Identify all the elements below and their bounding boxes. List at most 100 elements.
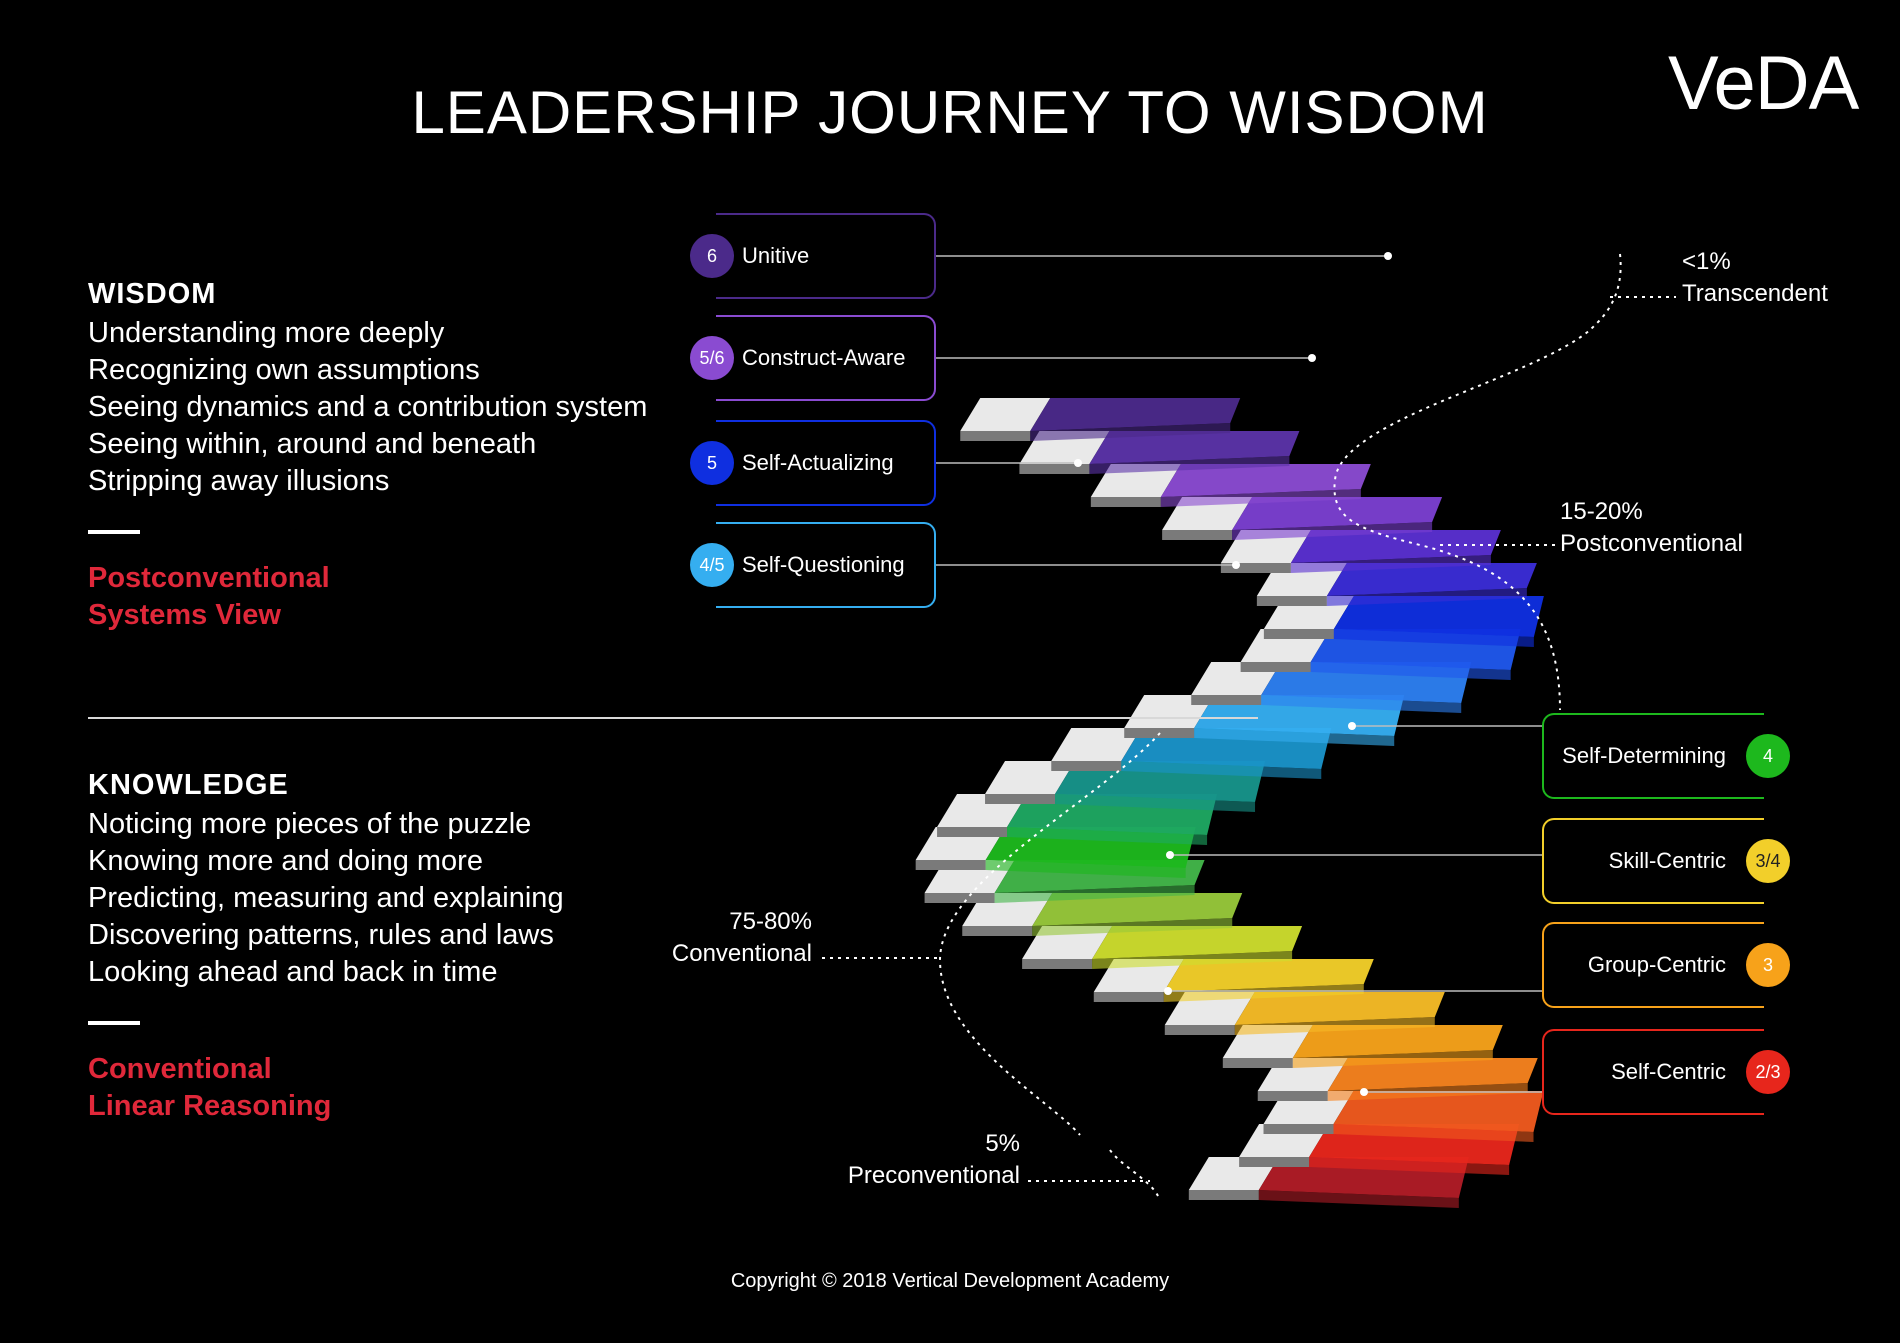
stair-riser: [1239, 1157, 1310, 1167]
stair-step-colored: [1030, 398, 1241, 431]
connector-dot: [1074, 459, 1082, 467]
stair-riser: [1051, 761, 1122, 771]
stage-box-self-centric: Self-Centric 2/3: [1542, 1029, 1790, 1115]
stair-step-edge: [1007, 827, 1208, 845]
wisdom-section: WISDOM Understanding more deeply Recogni…: [88, 278, 647, 634]
divider-dash: [88, 530, 140, 534]
stair-step-colored: [1327, 1058, 1538, 1091]
transcendent-percentage: <1% Transcendent: [1682, 246, 1828, 310]
stage-box-construct-aware: 5/6 Construct-Aware: [690, 315, 936, 401]
stage-label: Self-Actualizing: [742, 450, 894, 475]
stair-step-edge: [1232, 522, 1433, 540]
stair-riser: [1222, 1058, 1293, 1068]
stair-step-colored: [1326, 563, 1537, 596]
stair-step-edge: [1261, 695, 1462, 713]
stair-riser: [1022, 959, 1093, 969]
stage-number-badge: 5/6: [690, 336, 734, 380]
stage-box-skill-centric: Skill-Centric 3/4: [1542, 818, 1790, 904]
stair-riser: [1263, 1124, 1334, 1134]
stair-step-colored: [1160, 464, 1371, 497]
stage-label: Construct-Aware: [742, 345, 906, 370]
stair-riser: [937, 827, 1008, 837]
knowledge-line: Discovering patterns, rules and laws: [88, 919, 554, 951]
knowledge-line: Knowing more and doing more: [88, 845, 483, 877]
stage-number-badge: 3/4: [1746, 839, 1790, 883]
stair-step-colored: [1163, 959, 1374, 992]
stair-step-colored: [1089, 431, 1300, 464]
knowledge-line: Looking ahead and back in time: [88, 956, 498, 988]
preconventional-bracket: [1109, 1149, 1159, 1197]
stair-riser: [1256, 596, 1327, 606]
copyright-text: Copyright © 2018 Vertical Development Ac…: [730, 1270, 1170, 1292]
stair-step-edge: [1055, 794, 1256, 812]
stage-label: Self-Determining: [1562, 743, 1726, 768]
stage-label: Skill-Centric: [1608, 848, 1726, 873]
stage-box-self-questioning: 4/5 Self-Questioning: [690, 522, 936, 608]
stair-step-edge: [1163, 984, 1364, 1002]
knowledge-line: Predicting, measuring and explaining: [88, 882, 564, 914]
stair-riser: [962, 926, 1033, 936]
connector-dot: [1360, 1088, 1368, 1096]
stage-number-badge: 2/3: [1746, 1050, 1790, 1094]
stair-riser: [1257, 1091, 1328, 1101]
postconventional-percentage: 15-20% Postconventional: [1560, 496, 1743, 560]
preconventional-label: Preconventional: [847, 1162, 1020, 1189]
stair-step-edge: [1333, 629, 1534, 647]
postconventional-view-label: Postconventional: [88, 562, 330, 594]
stair-step-edge: [985, 860, 1186, 878]
section-divider: [88, 717, 1258, 719]
stair-tread: [960, 398, 1051, 431]
stair-step-colored: [1333, 596, 1544, 637]
stage-number-badge: 3: [1746, 943, 1790, 987]
connector-dot: [1308, 354, 1316, 362]
stage-label: Unitive: [742, 243, 810, 268]
stair-step-edge: [1309, 1157, 1510, 1175]
stage-number-badge: 6: [690, 234, 734, 278]
stair-step-edge: [1234, 1017, 1435, 1035]
knowledge-line: Noticing more pieces of the puzzle: [88, 808, 532, 840]
transcendent-label: Transcendent: [1682, 280, 1828, 307]
preconventional-percentage: 5% Preconventional: [800, 1128, 1020, 1192]
stair-step-edge: [1310, 662, 1511, 680]
stage-box-unitive: 6 Unitive: [690, 213, 936, 299]
stair-riser: [1191, 695, 1262, 705]
connector-dot: [1384, 252, 1392, 260]
knowledge-heading: KNOWLEDGE: [88, 769, 289, 801]
conventional-label: Conventional: [671, 940, 812, 967]
stair-step-colored: [1333, 1091, 1544, 1132]
wisdom-line: Seeing within, around and beneath: [88, 428, 537, 460]
stair-step-edge: [1121, 761, 1322, 779]
stair-riser: [1240, 662, 1311, 672]
conventional-view-label: Conventional: [88, 1053, 272, 1085]
stair-step-edge: [1030, 423, 1231, 441]
preconventional-pct: 5%: [985, 1130, 1020, 1157]
stair-riser: [1263, 629, 1334, 639]
connector-dot: [1348, 722, 1356, 730]
transcendent-pct: <1%: [1682, 248, 1731, 275]
stair-step-colored: [1032, 893, 1243, 926]
stair-step-edge: [1032, 918, 1233, 936]
stair-riser: [1090, 497, 1161, 507]
stair-riser: [915, 860, 986, 870]
stair-step-edge: [1333, 1124, 1534, 1142]
stair-step-edge: [1290, 555, 1491, 573]
stair-step-edge: [1160, 489, 1361, 507]
stair-step-edge: [994, 885, 1195, 903]
stage-label: Group-Centric: [1587, 952, 1726, 977]
stair-step-edge: [1258, 1190, 1459, 1208]
stage-number-badge: 4/5: [690, 543, 734, 587]
stair-step-colored: [1232, 497, 1443, 530]
systems-view-label: Systems View: [88, 599, 281, 631]
linear-reasoning-label: Linear Reasoning: [88, 1090, 332, 1122]
stair-riser: [924, 893, 995, 903]
stair-riser: [1188, 1190, 1259, 1200]
connector-dot: [1232, 561, 1240, 569]
postconventional-label: Postconventional: [1560, 530, 1743, 557]
stair-step-edge: [1092, 951, 1293, 969]
wisdom-line: Stripping away illusions: [88, 465, 390, 497]
stair-tread: [1051, 728, 1142, 761]
page-title: LEADERSHIP JOURNEY TO WISDOM: [411, 79, 1489, 146]
wisdom-heading: WISDOM: [88, 278, 217, 310]
wisdom-line: Understanding more deeply: [88, 317, 445, 349]
